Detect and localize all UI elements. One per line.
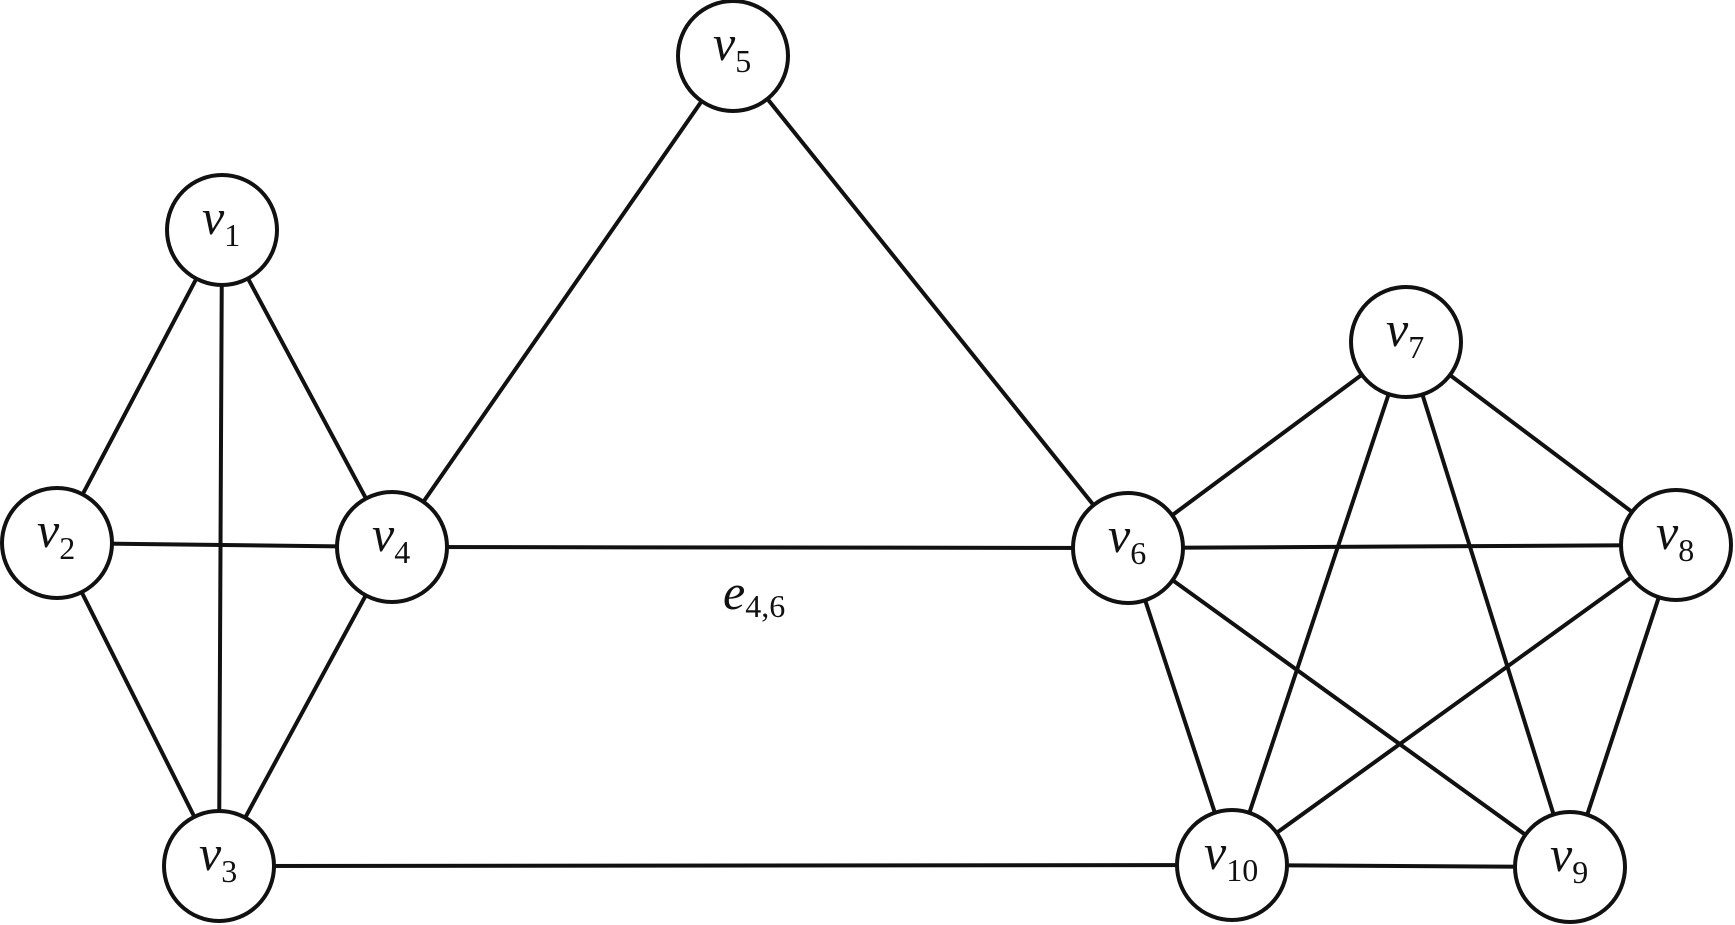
node-circle bbox=[162, 809, 276, 923]
node-v2: v2 bbox=[0, 486, 114, 600]
edge-label-e46: e4,6 bbox=[723, 564, 785, 624]
node-circle bbox=[1175, 808, 1289, 922]
node-v9: v9 bbox=[1513, 810, 1627, 924]
edge-v3-v4 bbox=[217, 545, 394, 868]
node-label-main: v bbox=[1386, 301, 1409, 357]
node-label-sub: 1 bbox=[224, 217, 240, 253]
node-label-main: v bbox=[37, 502, 60, 558]
node-v6: v6 bbox=[1071, 491, 1185, 605]
edge-v4-v5 bbox=[390, 54, 735, 549]
node-circle bbox=[335, 490, 449, 604]
node-v5: v5 bbox=[676, 0, 790, 113]
node-label: v9 bbox=[1550, 826, 1588, 890]
edge-v5-v6 bbox=[731, 54, 1130, 550]
node-label: v4 bbox=[372, 506, 410, 570]
node-label-sub: 6 bbox=[1130, 535, 1146, 571]
node-label-sub: 5 bbox=[735, 43, 751, 79]
node-label: v1 bbox=[202, 189, 240, 253]
node-circle bbox=[165, 173, 279, 287]
node-label: v6 bbox=[1108, 507, 1146, 571]
node-label-sub: 4 bbox=[394, 534, 410, 570]
node-circle bbox=[1619, 488, 1733, 602]
node-circle bbox=[1513, 810, 1627, 924]
node-label-main: v bbox=[199, 825, 222, 881]
edge-v8-v10 bbox=[1230, 543, 1678, 867]
edge-v7-v10 bbox=[1230, 340, 1408, 867]
node-label-sub: 8 bbox=[1678, 532, 1694, 568]
edge-layer bbox=[55, 54, 1678, 869]
edge-label-sub: 4,6 bbox=[745, 588, 785, 624]
node-label-sub: 10 bbox=[1226, 852, 1258, 888]
edge-v3-v10 bbox=[217, 863, 1234, 868]
node-label-main: v bbox=[1204, 824, 1227, 880]
node-v3: v3 bbox=[162, 809, 276, 923]
node-label-sub: 7 bbox=[1408, 329, 1424, 365]
edge-v1-v4 bbox=[220, 228, 394, 549]
node-label-main: v bbox=[1550, 826, 1573, 882]
edge-v1-v3 bbox=[217, 228, 224, 868]
node-label-sub: 3 bbox=[221, 853, 237, 889]
node-v10: v10 bbox=[1175, 808, 1289, 922]
edge-v2-v3 bbox=[55, 541, 221, 868]
node-v7: v7 bbox=[1349, 285, 1463, 399]
edge-v1-v2 bbox=[55, 228, 224, 545]
edge-v4-v6 bbox=[390, 545, 1130, 550]
node-label: v8 bbox=[1656, 504, 1694, 568]
node-v1: v1 bbox=[165, 173, 279, 287]
node-label: v10 bbox=[1204, 824, 1258, 888]
node-label-main: v bbox=[1108, 507, 1131, 563]
node-circle bbox=[1071, 491, 1185, 605]
node-label-main: v bbox=[1656, 504, 1679, 560]
node-label-sub: 9 bbox=[1572, 854, 1588, 890]
edge-v7-v9 bbox=[1404, 340, 1572, 869]
node-label: v2 bbox=[37, 502, 75, 566]
node-label-main: v bbox=[713, 15, 736, 71]
node-label-sub: 2 bbox=[59, 530, 75, 566]
node-circle bbox=[1349, 285, 1463, 399]
edge-label-main: e bbox=[723, 564, 745, 620]
node-label-main: v bbox=[372, 506, 395, 562]
node-circle bbox=[0, 486, 114, 600]
node-label-main: v bbox=[202, 189, 225, 245]
node-label: v3 bbox=[199, 825, 237, 889]
node-label: v5 bbox=[713, 15, 751, 79]
edge-v6-v9 bbox=[1126, 546, 1572, 869]
node-circle bbox=[676, 0, 790, 113]
edge-v6-v8 bbox=[1126, 543, 1678, 550]
node-v4: v4 bbox=[335, 490, 449, 604]
node-v8: v8 bbox=[1619, 488, 1733, 602]
node-label: v7 bbox=[1386, 301, 1424, 365]
edge-v6-v7 bbox=[1126, 340, 1408, 550]
